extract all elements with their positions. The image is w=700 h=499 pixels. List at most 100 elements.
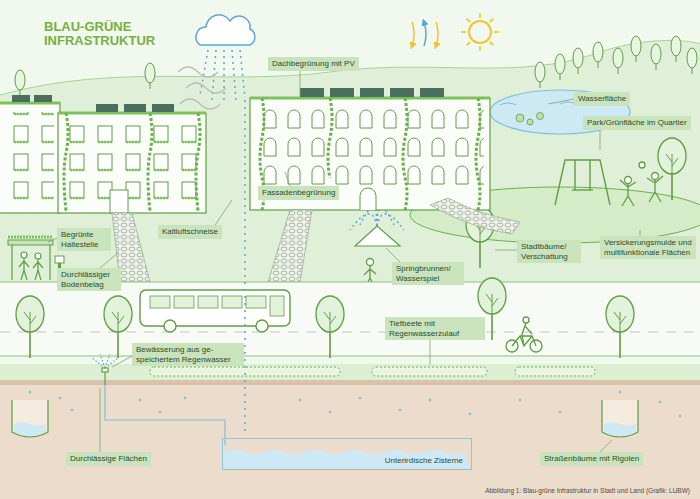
left-building-part	[34, 95, 52, 102]
middle-building-part	[58, 113, 206, 213]
infiltration-drops-part	[329, 411, 332, 414]
rigols-part	[602, 400, 638, 437]
middle-building-part	[110, 190, 128, 213]
sprinkler-part-part	[105, 358, 118, 368]
middle-building-part	[152, 104, 174, 112]
rigols-part	[12, 400, 48, 437]
left-building	[0, 95, 60, 213]
infiltration-drops-part	[59, 397, 62, 400]
bus-part	[256, 320, 268, 332]
leader-lines-part	[48, 238, 57, 242]
permeable-paving-part	[268, 210, 312, 282]
infiltration-drops-part	[399, 409, 402, 412]
bus-part-part	[246, 296, 266, 308]
green-bus-stop-part	[8, 236, 53, 239]
leader-lines-part	[112, 356, 132, 367]
pond-part	[516, 114, 524, 122]
cold-air-swirls-part	[186, 83, 226, 93]
leader-lines-part	[100, 252, 119, 268]
bus-part-part	[198, 296, 218, 308]
diagram-title: BLAU-GRÜNE INFRASTRUKTUR	[44, 20, 184, 49]
infiltration-drops-part	[299, 399, 302, 402]
infiltration-drops-part	[139, 399, 142, 402]
label-text: Versickerungsmulde und multifunktionale …	[604, 238, 692, 257]
sun-part-part	[490, 42, 494, 46]
middle-building	[58, 104, 206, 213]
large-building-part	[390, 88, 414, 97]
green-bus-stop-part	[11, 245, 12, 280]
infiltration-drops-part	[429, 399, 432, 402]
sun	[461, 13, 499, 51]
rain-cloud-part	[200, 50, 245, 102]
infiltration-drops-part	[679, 415, 682, 418]
large-building-part	[330, 88, 354, 97]
infiltration-drops-part	[659, 401, 662, 404]
infiltration-drops-part	[559, 411, 562, 414]
rigols-part	[604, 423, 636, 437]
callout-box: Durchlässige Flächen	[66, 452, 151, 466]
label-text: Dachbegrünung mit PV	[272, 59, 355, 69]
hills-part	[613, 48, 623, 74]
cyclist-part	[522, 323, 532, 346]
pond-part	[527, 119, 533, 125]
fountain-part-part	[350, 214, 377, 230]
label-text: Bewässerung aus ge- speichertem Regenwas…	[136, 345, 240, 364]
callout-box: Kaltluftschneise	[158, 225, 222, 239]
large-building-part-part	[403, 98, 407, 210]
large-building-part	[360, 88, 384, 97]
leader-lines	[48, 71, 640, 452]
leader-lines-part	[430, 340, 431, 365]
leader-lines-part	[600, 130, 601, 150]
pond-part	[537, 113, 544, 120]
hills-part	[145, 63, 155, 89]
label-text: Tiefbeete mit Regenwasserzulauf	[389, 319, 481, 338]
bus-part-part	[222, 296, 242, 308]
planting-strip-part-part	[372, 367, 487, 376]
callout-box: Dachbegrünung mit PV	[268, 57, 359, 71]
large-building-part-part	[328, 98, 332, 178]
hills-part	[631, 36, 641, 62]
callout-box: Tiefbeete mit Regenwasserzulauf	[385, 317, 485, 340]
playing-children-part	[652, 173, 659, 180]
green-bus-stop-part-part	[21, 252, 27, 258]
sprinkler-part-part	[100, 354, 105, 368]
label-text: Begrünte Haltestelle	[61, 230, 107, 249]
cistern-tank: Unterirdische Zisterne	[222, 438, 472, 470]
rigols	[12, 400, 638, 437]
bus-part-part	[270, 296, 284, 316]
large-building-part-part	[476, 98, 480, 210]
infiltration-drops-part	[469, 413, 472, 416]
swing-part	[555, 160, 610, 205]
bus-part	[164, 320, 176, 332]
bus-part	[140, 290, 290, 326]
street-trees-part	[104, 296, 132, 358]
middle-building-part	[64, 122, 200, 206]
planting-strip-part	[150, 367, 595, 376]
playing-children-part	[647, 176, 663, 202]
callout-box: Begrünte Haltestelle	[57, 228, 111, 251]
sprinkler-part-part	[105, 354, 110, 368]
hills-part	[687, 48, 697, 74]
label-text: Wasserfläche	[578, 94, 626, 104]
leader-lines-part	[215, 200, 232, 225]
sprinkler-part	[102, 368, 108, 372]
rain-cloud-part-part	[232, 50, 236, 100]
callout-box: Straßenbäume mit Rigolen	[540, 452, 643, 466]
label-text: Unterirdische Zisterne	[383, 456, 465, 466]
callout-box: Stadtbäume/ Verschattung	[517, 240, 581, 263]
callout-box: Bewässerung aus ge- speichertem Regenwas…	[132, 343, 244, 366]
infiltration-drops-part	[519, 399, 522, 402]
large-building-part	[258, 106, 484, 190]
green-bus-stop-part-part	[33, 259, 43, 280]
large-building-part	[300, 88, 324, 97]
green-bus-stop-part	[55, 256, 64, 263]
radiation-arrows	[412, 22, 438, 46]
sun-part-part	[494, 31, 499, 33]
callout-box: Park/Grünfläche im Quartier	[583, 116, 691, 130]
green-bus-stop-part	[19, 252, 43, 280]
sun-part-part	[479, 46, 481, 51]
green-bus-stop-part	[49, 245, 50, 280]
road-part	[0, 331, 700, 332]
sun-part-part	[490, 19, 494, 23]
rain-cloud-part-part	[223, 50, 225, 102]
